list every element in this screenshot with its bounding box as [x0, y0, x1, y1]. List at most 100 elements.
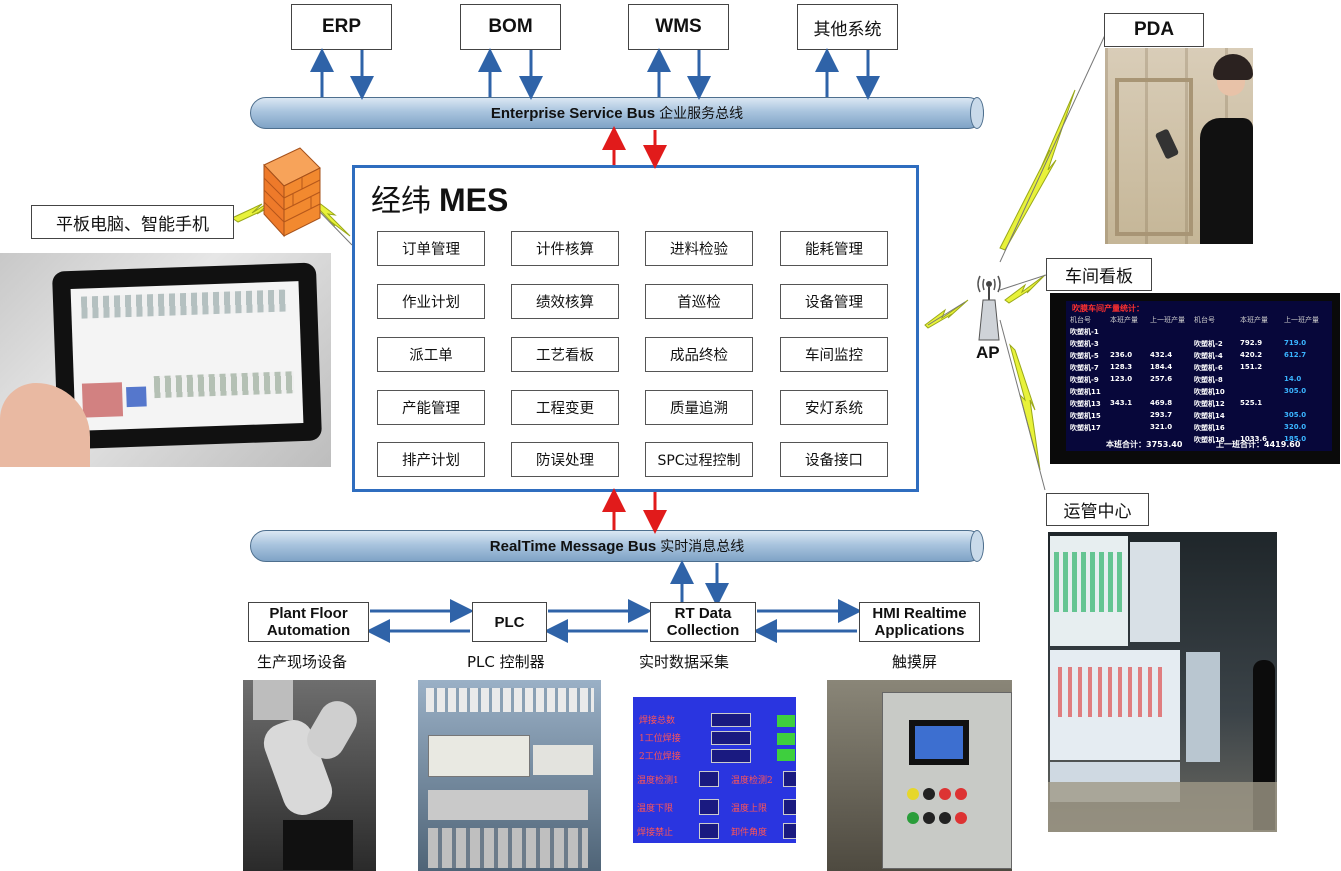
- module-label: 设备管理: [805, 295, 863, 311]
- module-andon-system: 安灯系统: [780, 390, 888, 425]
- rt-bus-arrows: [670, 560, 729, 607]
- board-cell: 293.7: [1150, 411, 1173, 419]
- board-cell: 420.2: [1240, 351, 1263, 359]
- board-cell: 305.0: [1284, 387, 1307, 395]
- pda-photo: [1105, 48, 1253, 244]
- board-label: 车间看板: [1065, 267, 1133, 287]
- other-systems-label: 其他系统: [813, 19, 882, 40]
- rt-line-1: RT Data: [674, 605, 732, 622]
- module-first-patrol-inspection: 首巡检: [645, 284, 753, 319]
- board-cell: 吹塑机-2: [1194, 340, 1223, 348]
- board-cell: 吹塑机-8: [1194, 376, 1223, 384]
- board-cell: 吹塑机-7: [1070, 364, 1099, 372]
- enterprise-service-bus: Enterprise Service Bus 企业服务总线: [250, 97, 984, 129]
- touch-label: 卸件角度: [731, 828, 768, 838]
- board-header-cell: 上一班产量: [1284, 316, 1319, 324]
- board-cell: 吹塑机17: [1070, 424, 1101, 432]
- ops-center-photo: [1048, 532, 1277, 832]
- board-cell: 吹塑机16: [1194, 424, 1225, 432]
- module-label: 排产计划: [402, 453, 460, 469]
- plant-line-2: Automation: [266, 622, 351, 639]
- board-cell: 吹塑机13: [1070, 400, 1101, 408]
- pda-label: PDA: [1133, 19, 1175, 40]
- module-incoming-inspection: 进料检验: [645, 231, 753, 266]
- board-cell: 吹塑机-3: [1070, 340, 1099, 348]
- esb-cn-label: 企业服务总线: [659, 106, 744, 122]
- board-cell: 469.8: [1150, 399, 1173, 407]
- bom-system-box: BOM: [460, 4, 561, 50]
- board-cell: 吹塑机10: [1194, 388, 1225, 396]
- module-label: 质量追溯: [670, 401, 728, 417]
- module-label: 工艺看板: [536, 348, 594, 364]
- board-cell: 吹塑机14: [1194, 412, 1225, 420]
- module-label: 设备接口: [805, 453, 863, 469]
- tablet-photo: [0, 253, 331, 467]
- module-label: 订单管理: [402, 242, 460, 258]
- board-cell: 185.0: [1284, 435, 1307, 443]
- mes-title-en: MES: [439, 182, 509, 218]
- board-cell: 612.7: [1284, 351, 1307, 359]
- plant-line-1: Plant Floor: [269, 605, 348, 622]
- module-order-management: 订单管理: [377, 231, 485, 266]
- board-header-cell: 机台号: [1194, 316, 1215, 324]
- wireless-ap-icon: [977, 275, 1001, 341]
- board-cell: 184.4: [1150, 363, 1173, 371]
- board-cell: 吹塑机18: [1194, 436, 1225, 444]
- module-label: 安灯系统: [805, 401, 863, 417]
- board-header-cell: 本班产量: [1240, 316, 1268, 324]
- board-cell: 128.3: [1110, 363, 1133, 371]
- esb-end-cap: [970, 97, 984, 129]
- board-cell: 吹塑机-5: [1070, 352, 1099, 360]
- mes-esb-arrows: [602, 126, 667, 534]
- board-cell: 吹塑机-6: [1194, 364, 1223, 372]
- board-cell: 719.0: [1284, 339, 1307, 347]
- board-cell: 792.9: [1240, 339, 1263, 347]
- board-cell: 257.6: [1150, 375, 1173, 383]
- board-cell: 吹塑机-9: [1070, 376, 1099, 384]
- module-equipment-management: 设备管理: [780, 284, 888, 319]
- module-label: 首巡检: [677, 295, 721, 311]
- module-piece-accounting: 计件核算: [511, 231, 619, 266]
- touch-label: 温度下限: [637, 804, 674, 814]
- module-error-proofing: 防误处理: [511, 442, 619, 477]
- board-cell: 236.0: [1110, 351, 1133, 359]
- module-dispatch-order: 派工单: [377, 337, 485, 372]
- board-footer-left: 本班合计：3753.40: [1106, 440, 1183, 449]
- plc-cabinet-photo: [418, 680, 601, 871]
- module-label: 车间监控: [805, 348, 863, 364]
- module-quality-traceability: 质量追溯: [645, 390, 753, 425]
- hmi-line-1: HMI Realtime: [872, 605, 967, 622]
- rt-data-collection-box: RT Data Collection: [650, 602, 756, 642]
- wireless-lightning: [230, 89, 1076, 471]
- board-header-cell: 机台号: [1070, 316, 1091, 324]
- touch-label: 温度上限: [731, 804, 768, 814]
- plc-caption: PLC 控制器: [467, 653, 545, 671]
- ap-label: AP: [976, 343, 1000, 362]
- rt-data-screen: 焊接总数 1工位焊接 2工位焊接 温度检测1 温度检测2 温度下限 温度上限 焊…: [633, 697, 796, 843]
- tablet-label: 平板电脑、智能手机: [56, 214, 209, 235]
- module-label: 产能管理: [402, 401, 460, 417]
- module-final-inspection: 成品终检: [645, 337, 753, 372]
- esb-en-label: Enterprise Service Bus: [490, 104, 656, 122]
- module-label: 派工单: [409, 348, 453, 364]
- board-cell: 14.0: [1284, 375, 1302, 383]
- module-label: 防误处理: [536, 453, 594, 469]
- rtmb-end-cap: [970, 530, 984, 562]
- plant-caption: 生产现场设备: [257, 653, 348, 671]
- rt-line-2: Collection: [666, 622, 740, 639]
- board-cell: 123.0: [1110, 375, 1133, 383]
- hmi-realtime-box: HMI Realtime Applications: [859, 602, 980, 642]
- tablet-screen: [70, 281, 304, 431]
- plant-floor-automation-box: Plant Floor Automation: [248, 602, 369, 642]
- person: [1200, 118, 1253, 244]
- plc-label: PLC: [494, 613, 525, 631]
- ops-center-label: 运管中心: [1063, 502, 1132, 522]
- bom-label: BOM: [488, 16, 533, 37]
- board-cell: 525.1: [1240, 399, 1263, 407]
- board-cell: 吹塑机12: [1194, 400, 1225, 408]
- module-spc-process-control: SPC过程控制: [645, 442, 753, 477]
- module-production-scheduling: 排产计划: [377, 442, 485, 477]
- other-systems-box: 其他系统: [797, 4, 898, 50]
- module-label: SPC过程控制: [657, 452, 741, 469]
